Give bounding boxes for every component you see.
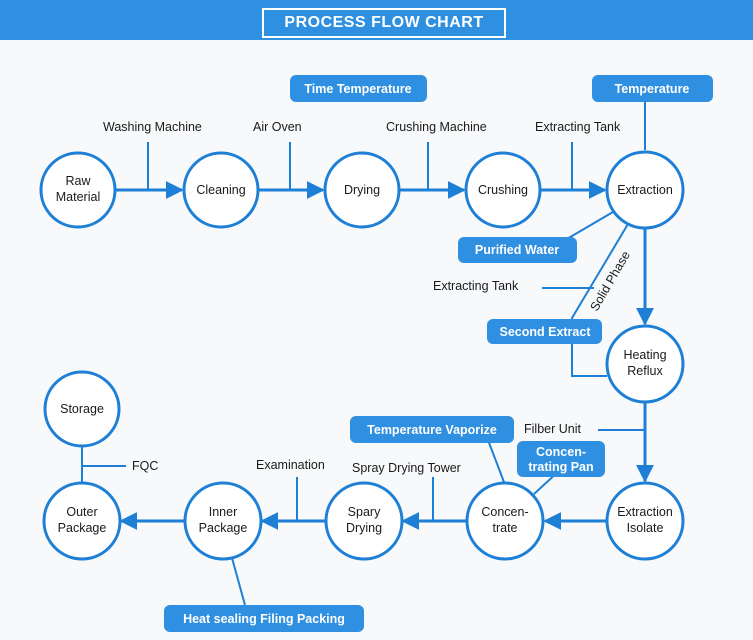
purified-water-text: Purified Water <box>475 243 559 257</box>
washing-machine-text: Washing Machine <box>103 120 202 134</box>
extracting-tank-mid-text: Extracting Tank <box>433 279 519 293</box>
examination-text: Examination <box>256 458 325 472</box>
pill-purified-water <box>458 237 577 263</box>
spray-drying-tower-text: Spray Drying Tower <box>352 461 461 475</box>
fqc-text: FQC <box>132 459 158 473</box>
pill-temperature-vaporize <box>350 416 514 443</box>
cleaning-label: Cleaning <box>196 183 245 197</box>
node-cleaning <box>182 151 260 229</box>
temperature-text: Temperature <box>615 82 690 96</box>
pill-temperature <box>592 75 713 102</box>
extraction-label: Extraction <box>617 183 673 197</box>
node-extraction-isolate <box>605 481 685 561</box>
pill-time-temperature <box>290 75 427 102</box>
node-raw-material <box>39 151 117 229</box>
node-spary-drying <box>324 481 404 561</box>
pill-concentrating-pan <box>517 441 605 477</box>
node-crushing <box>464 151 542 229</box>
pill-heat-sealing <box>164 605 364 632</box>
temperature-vaporize-text: Temperature Vaporize <box>367 423 497 437</box>
concentrate-label: Concen-trate <box>481 505 528 535</box>
concentrating-pan-text: Concen-trating Pan <box>528 445 593 474</box>
node-outer-package <box>42 481 122 561</box>
node-heating-reflux <box>605 324 685 404</box>
filber-unit-text: Filber Unit <box>524 422 581 436</box>
crushing-machine-text: Crushing Machine <box>386 120 487 134</box>
node-storage <box>43 370 121 448</box>
storage-label: Storage <box>60 402 104 416</box>
node-extraction <box>605 150 685 230</box>
chart-title: PROCESS FLOW CHART <box>284 14 484 31</box>
heat-sealing-leader <box>231 557 246 606</box>
pill-second-extract <box>487 319 602 344</box>
air-oven-text: Air Oven <box>253 120 302 134</box>
heat-sealing-text: Heat sealing Filing Packing <box>183 612 345 626</box>
node-drying <box>323 151 401 229</box>
title-box: PROCESS FLOW CHART <box>262 8 506 38</box>
node-concentrate <box>465 481 545 561</box>
extracting-tank-top-text: Extracting Tank <box>535 120 621 134</box>
crushing-label: Crushing <box>478 183 528 197</box>
time-temperature-text: Time Temperature <box>304 82 411 96</box>
node-inner-package <box>183 481 263 561</box>
second-extract-text: Second Extract <box>499 325 591 339</box>
drying-label: Drying <box>344 183 380 197</box>
solid-phase-leader <box>571 223 629 377</box>
